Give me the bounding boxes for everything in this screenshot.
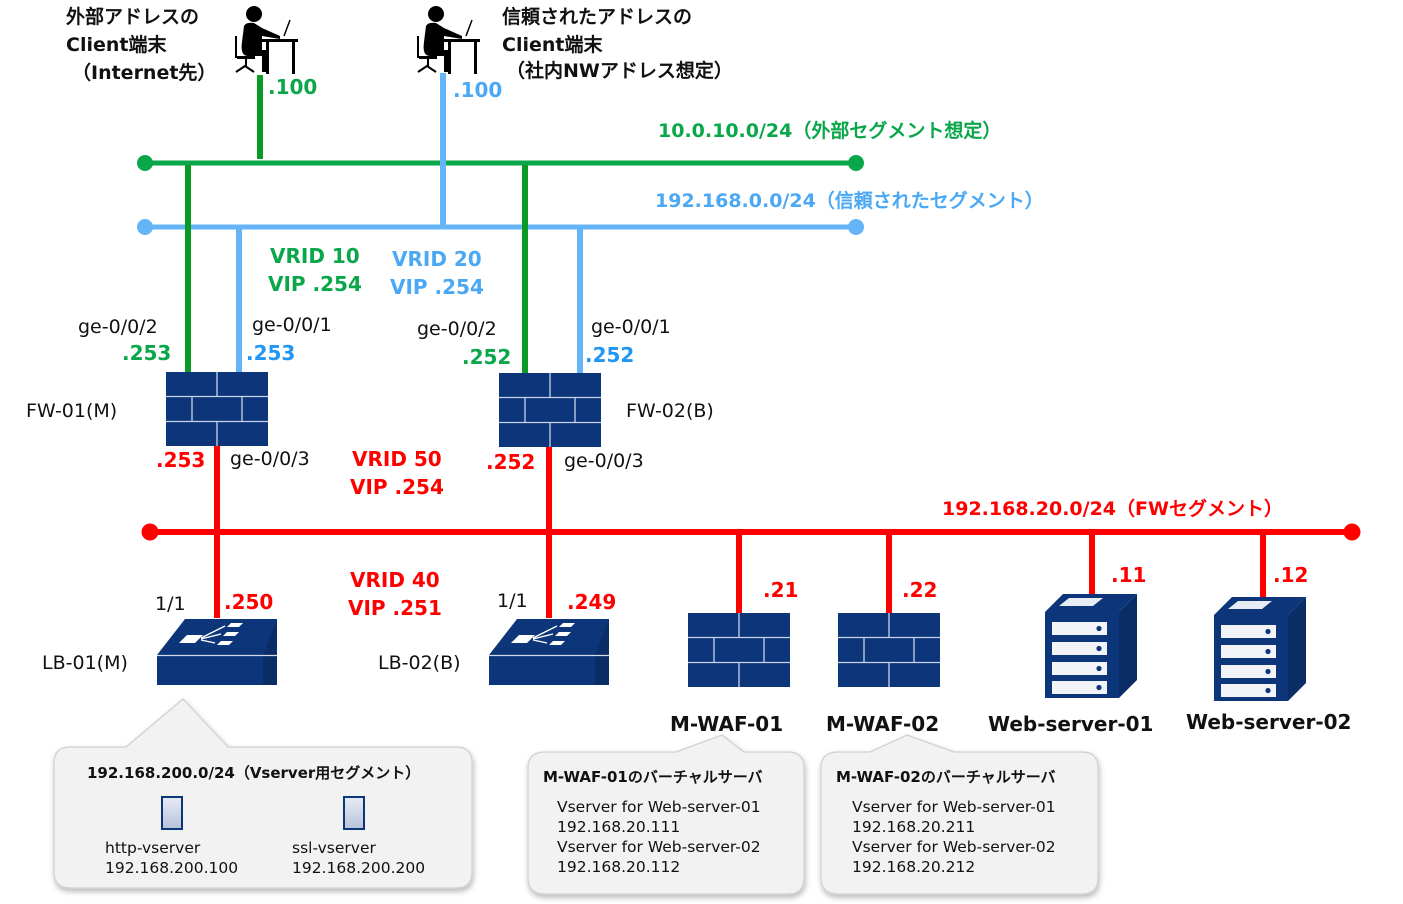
- user-at-desk-icon: [234, 5, 299, 75]
- web01-addr: .11: [1111, 563, 1147, 587]
- vrid10-label: VRID 10: [270, 244, 360, 268]
- fw02-ge003-label: ge-0/0/3: [564, 450, 644, 472]
- trusted-segment-label: 192.168.0.0/24（信頼されたセグメント）: [655, 190, 1044, 212]
- fw02-ge003-addr: .252: [486, 450, 536, 474]
- waf02-callout-title: M-WAF-02のバーチャルサーバ: [836, 768, 1056, 786]
- lb-callout-bubble: [53, 698, 473, 889]
- vrid50-label: VRID 50: [352, 447, 442, 471]
- web02-name: Web-server-02: [1186, 710, 1352, 734]
- vserver-ssl-ip: 192.168.200.200: [292, 859, 426, 877]
- waf01-callout-line: 192.168.20.112: [557, 858, 681, 876]
- waf02-callout-line: Vserver for Web-server-02: [852, 838, 1056, 856]
- lb01-addr: .250: [224, 590, 274, 614]
- fw-segment-label: 192.168.20.0/24（FWセグメント）: [942, 498, 1283, 520]
- vrid40-vip: VIP .251: [348, 596, 442, 620]
- trusted-segment-bus: [137, 219, 864, 235]
- vserver-ssl-name: ssl-vserver: [292, 839, 376, 857]
- fw01-ge003-label: ge-0/0/3: [230, 448, 310, 470]
- fw02-ge001-label: ge-0/0/1: [591, 316, 671, 338]
- load-balancer-icon[interactable]: [488, 618, 610, 686]
- fw-segment-drops: [214, 444, 1266, 618]
- firewall-icon[interactable]: [165, 371, 269, 447]
- server-icon[interactable]: [1045, 594, 1137, 698]
- fw02-name: FW-02(B): [626, 400, 714, 422]
- waf02-callout-line: 192.168.20.212: [852, 858, 976, 876]
- waf01-callout-bubble: [527, 734, 805, 895]
- mwaf02-addr: .22: [902, 578, 938, 602]
- waf-icon[interactable]: [837, 612, 941, 688]
- mwaf01-addr: .21: [763, 578, 799, 602]
- mwaf01-name: M-WAF-01: [670, 712, 784, 736]
- lb01-name: LB-01(M): [42, 652, 128, 674]
- vserver-http-ip: 192.168.200.100: [105, 859, 239, 877]
- vrid40-label: VRID 40: [350, 568, 440, 592]
- fw02-ge002-addr: .252: [462, 345, 512, 369]
- vserver-icon: [161, 796, 183, 830]
- waf01-callout-line: 192.168.20.111: [557, 818, 681, 836]
- vserver-http-name: http-vserver: [105, 839, 201, 857]
- vrid50-vip: VIP .254: [350, 475, 444, 499]
- waf01-callout-title: M-WAF-01のバーチャルサーバ: [543, 768, 763, 786]
- mwaf02-name: M-WAF-02: [826, 712, 940, 736]
- client-trusted-label-line1: 信頼されたアドレスの: [502, 6, 693, 28]
- fw02-ge001-addr: .252: [585, 343, 635, 367]
- client-trusted-label-line3: （社内NWアドレス想定）: [506, 60, 733, 82]
- client-external-label-line3: （Internet先）: [72, 62, 217, 84]
- fw01-ge002-addr: .253: [122, 341, 172, 365]
- fw01-ge003-addr: .253: [156, 448, 206, 472]
- waf02-callout-bubble: [820, 734, 1099, 895]
- lb-callout-title: 192.168.200.0/24（Vserver用セグメント）: [87, 764, 421, 782]
- vrid20-vip: VIP .254: [390, 275, 484, 299]
- external-segment-label: 10.0.10.0/24（外部セグメント想定）: [658, 120, 1002, 142]
- waf02-callout-line: 192.168.20.211: [852, 818, 976, 836]
- web02-addr: .12: [1273, 563, 1309, 587]
- waf01-callout-line: Vserver for Web-server-01: [557, 798, 761, 816]
- waf01-callout-line: Vserver for Web-server-02: [557, 838, 761, 856]
- fw02-ge002-label: ge-0/0/2: [417, 318, 497, 340]
- fw01-ge001-addr: .253: [246, 341, 296, 365]
- user-at-desk-icon: [416, 5, 481, 75]
- fw01-ge002-label: ge-0/0/2: [78, 316, 158, 338]
- fw-segment-bus: [141, 523, 1361, 541]
- lb02-addr: .249: [567, 590, 617, 614]
- lb01-port: 1/1: [155, 593, 186, 615]
- client-trusted-addr: .100: [453, 78, 503, 102]
- server-icon[interactable]: [1214, 597, 1306, 701]
- vrid10-vip: VIP .254: [268, 272, 362, 296]
- vrid20-label: VRID 20: [392, 247, 482, 271]
- client-external-label-line1: 外部アドレスの: [66, 6, 200, 28]
- client-external-addr: .100: [268, 75, 318, 99]
- fw01-name: FW-01(M): [26, 400, 118, 422]
- waf02-callout-line: Vserver for Web-server-01: [852, 798, 1056, 816]
- load-balancer-icon[interactable]: [156, 618, 278, 686]
- client-external-label-line2: Client端末: [66, 34, 167, 56]
- external-segment-bus: [137, 155, 864, 171]
- client-trusted-label-line2: Client端末: [502, 34, 603, 56]
- waf-icon[interactable]: [687, 612, 791, 688]
- lb02-name: LB-02(B): [378, 652, 461, 674]
- vserver-icon: [343, 796, 365, 830]
- firewall-icon[interactable]: [498, 372, 602, 448]
- fw01-ge001-label: ge-0/0/1: [252, 314, 332, 336]
- web01-name: Web-server-01: [988, 712, 1154, 736]
- lb02-port: 1/1: [497, 590, 528, 612]
